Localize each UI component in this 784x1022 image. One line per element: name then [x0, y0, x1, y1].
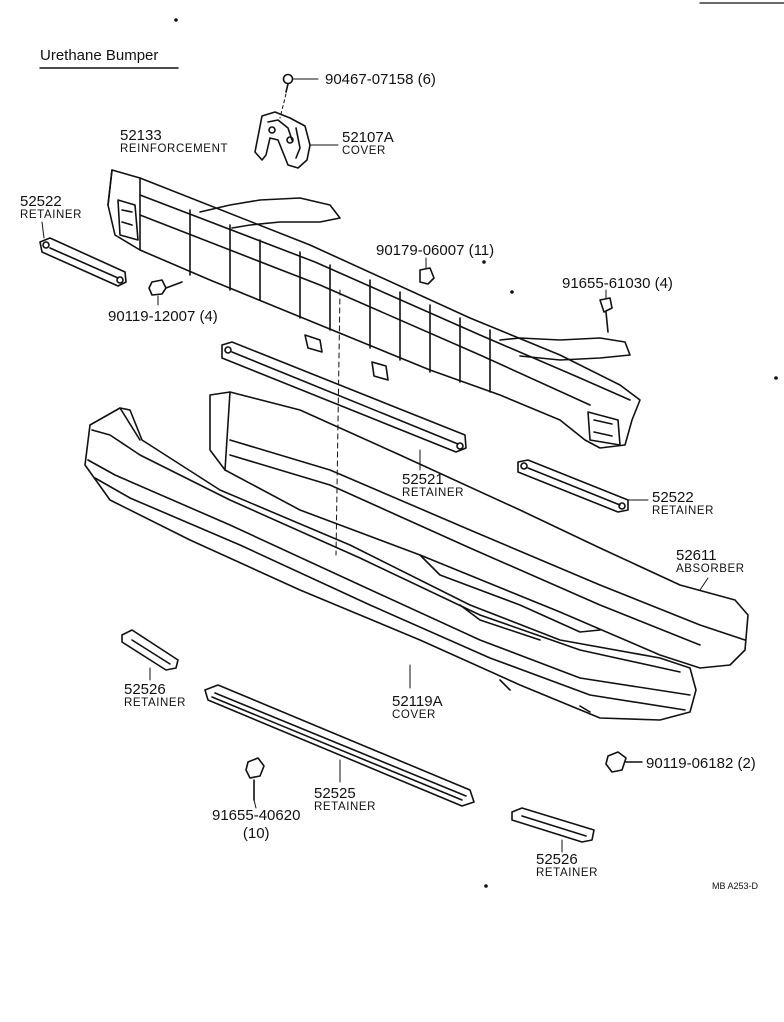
part-number: 52133 [120, 127, 162, 144]
part-quantity: (10) [242, 825, 270, 842]
label-91655-40620: 91655-40620 (10) [212, 808, 300, 841]
label-52133: 52133 REINFORCEMENT [120, 128, 228, 156]
diagram-title: Urethane Bumper [40, 47, 159, 64]
part-number: 52525 [314, 785, 356, 802]
retainer-52526-left [121, 629, 179, 681]
retainer-52521 [221, 341, 467, 471]
part-number: 91655-40620 [212, 807, 301, 824]
retainer-52522-left [39, 221, 127, 287]
label-90179: 90179-06007 (11) [376, 242, 495, 259]
retainer-52526-right [511, 807, 595, 853]
part-name: REINFORCEMENT [120, 143, 229, 155]
label-91655-61030: 91655-61030 (4) [562, 275, 673, 292]
label-52526-left: 52526 RETAINER [124, 682, 186, 710]
nut-90179 [419, 257, 435, 285]
part-number: 52526 [124, 681, 166, 698]
part-number: 52522 [652, 489, 694, 506]
bolt-91655-40620 [245, 757, 265, 809]
part-number: 52107A [342, 129, 394, 146]
label-52522-left: 52522 RETAINER [20, 194, 82, 222]
cover-52107a [254, 93, 339, 169]
label-52107a: 52107A COVER [342, 130, 394, 158]
part-name: RETAINER [402, 487, 465, 499]
part-name: ABSORBER [676, 563, 745, 575]
part-number: 52526 [536, 851, 578, 868]
label-90119-12007: 90119-12007 (4) [108, 308, 218, 325]
bolt-90119-06182 [605, 751, 643, 773]
label-52119a: 52119A COVER [392, 694, 443, 722]
cover-52119a [84, 407, 697, 721]
part-name: RETAINER [124, 697, 187, 709]
part-name: COVER [392, 709, 436, 721]
label-52525: 52525 RETAINER [314, 786, 376, 814]
bolt-91655-61030 [599, 289, 613, 333]
label-52521: 52521 RETAINER [402, 472, 464, 500]
part-name: RETAINER [652, 505, 715, 517]
part-number: 52611 [676, 547, 717, 564]
label-52526-right: 52526 RETAINER [536, 852, 598, 880]
retainer-52525 [204, 684, 475, 807]
label-90119-06182: 90119-06182 (2) [646, 755, 756, 772]
label-90467: 90467-07158 (6) [325, 71, 436, 88]
retainer-52522-right [517, 459, 649, 513]
drawing-code: MB A253-D [712, 881, 759, 891]
part-name: COVER [342, 145, 386, 157]
part-name: RETAINER [536, 867, 599, 879]
label-52522-right: 52522 RETAINER [652, 490, 714, 518]
part-name: RETAINER [20, 209, 83, 221]
clip-90467 [282, 73, 319, 93]
reinforcement-52133 [107, 169, 641, 449]
part-number: 52522 [20, 193, 62, 210]
part-number: 52119A [392, 693, 443, 710]
label-52611: 52611 ABSORBER [676, 548, 745, 576]
bolt-90119-12007 [148, 279, 183, 306]
absorber-52611 [209, 391, 749, 669]
part-number: 52521 [402, 471, 444, 488]
part-name: RETAINER [314, 801, 377, 813]
